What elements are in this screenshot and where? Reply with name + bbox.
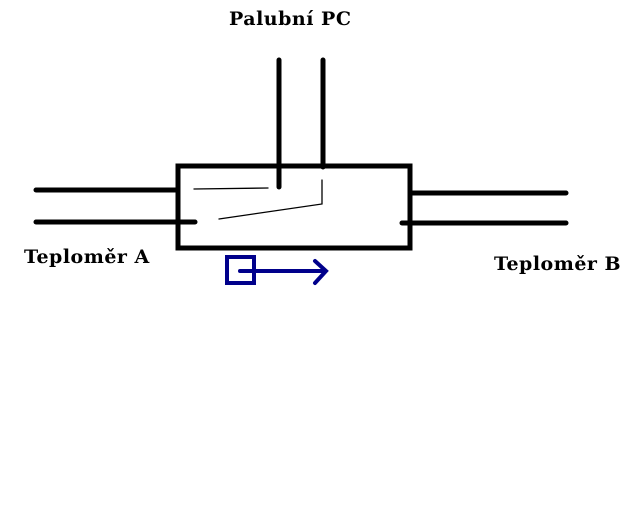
label-teplomer-a: Teploměr A: [24, 246, 150, 268]
label-palubni-pc: Palubní PC: [229, 8, 352, 30]
internal-contact-a: [193, 187, 269, 190]
internal-switch-lever: [218, 179, 323, 220]
label-teplomer-b: Teploměr B: [494, 253, 622, 275]
direction-arrow-head: [313, 259, 329, 285]
switch-box: [175, 163, 413, 251]
